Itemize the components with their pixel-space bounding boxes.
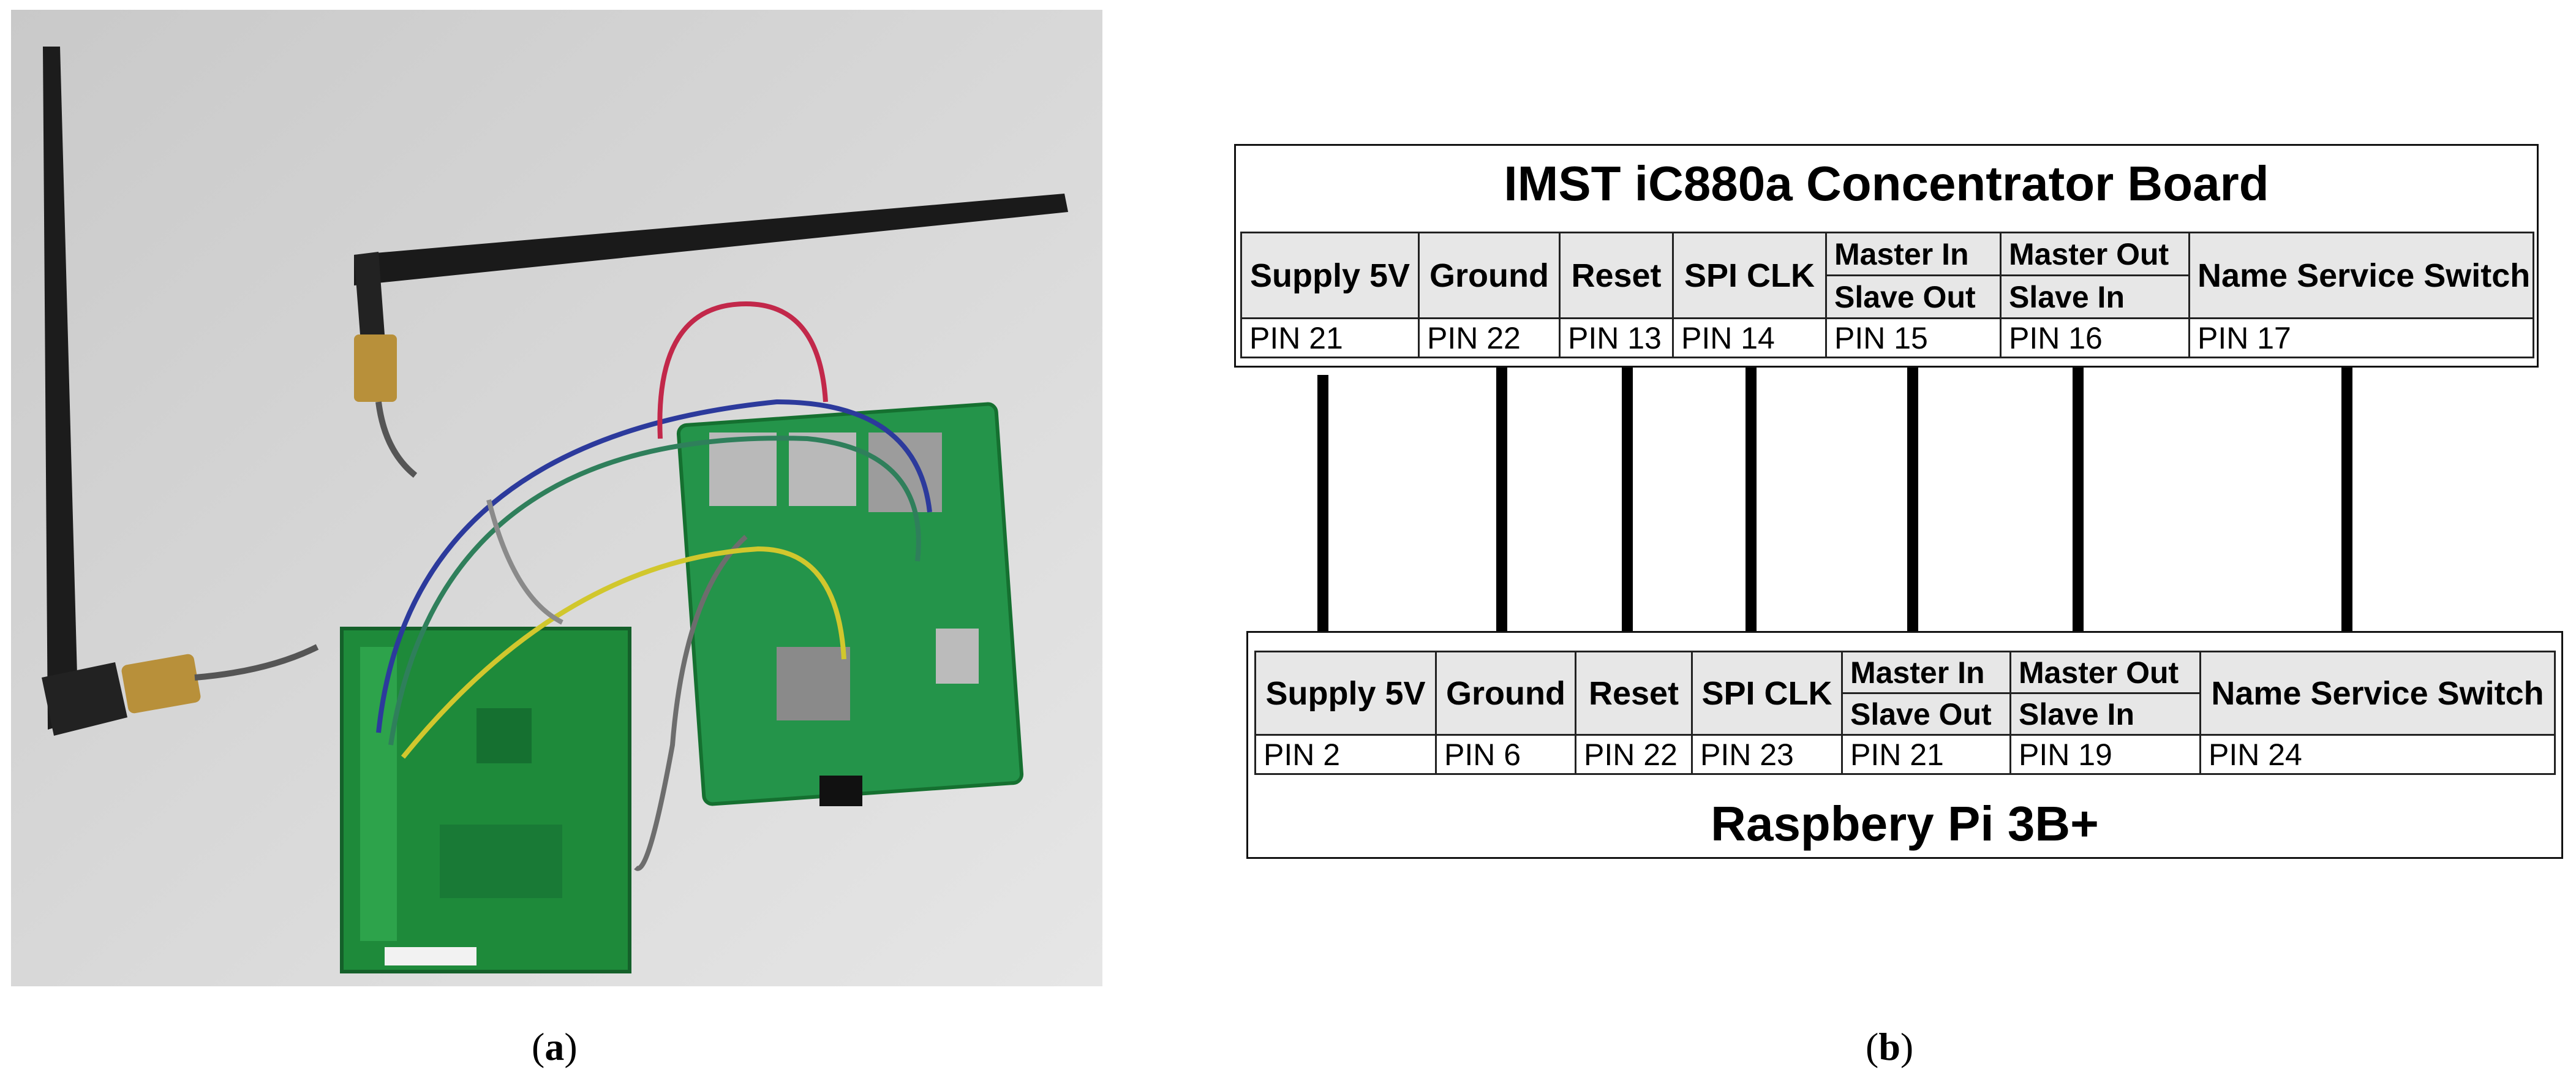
raspberry-pi-board — [676, 402, 1024, 806]
pin-cell: PIN 6 — [1435, 734, 1576, 775]
pin-cell: PIN 2 — [1254, 734, 1437, 775]
wire-mosi — [2073, 368, 2084, 648]
pin-cell: PIN 21 — [1841, 734, 2011, 775]
caption-a-open: ( — [532, 1025, 545, 1068]
right-antenna — [354, 194, 1068, 478]
header-reset: Reset — [1575, 651, 1693, 736]
wire-supply — [1317, 375, 1328, 657]
header-supply-5v: Supply 5V — [1240, 232, 1420, 319]
header-name-service-switch: Name Service Switch — [2199, 651, 2556, 736]
header-spi-clk: SPI CLK — [1672, 232, 1827, 319]
raspberry-pi-title: Raspbery Pi 3B+ — [1711, 796, 2099, 851]
caption-b-letter: b — [1878, 1025, 1900, 1068]
header-supply-5v: Supply 5V — [1254, 651, 1437, 736]
wire-ground — [1496, 368, 1507, 648]
caption-b-close: ) — [1900, 1025, 1914, 1068]
header-reset: Reset — [1559, 232, 1674, 319]
header-slave-out: Slave Out — [1825, 274, 2002, 319]
header-spi-clk: SPI CLK — [1691, 651, 1843, 736]
wire-miso — [1907, 368, 1918, 648]
header-name-service-switch: Name Service Switch — [2188, 232, 2534, 319]
pin-cell: PIN 13 — [1559, 317, 1674, 358]
header-ground: Ground — [1435, 651, 1576, 736]
header-master-in: Master In — [1841, 651, 2011, 694]
wire-spi-clk — [1746, 368, 1757, 648]
pin-cell: PIN 14 — [1672, 317, 1827, 358]
wire-name-service-switch — [2341, 368, 2352, 648]
pin-cell: PIN 17 — [2188, 317, 2534, 358]
concentrator-pin-table: Supply 5V Ground Reset SPI CLK Master In… — [1240, 232, 2534, 358]
concentrator-board — [340, 627, 631, 973]
header-master-out: Master Out — [2009, 651, 2201, 694]
concentrator-board-title: IMST iC880a Concentrator Board — [1504, 156, 2269, 211]
caption-a: (a) — [532, 1024, 578, 1070]
wire-reset — [1622, 368, 1633, 648]
caption-b-open: ( — [1866, 1025, 1879, 1068]
caption-b: (b) — [1866, 1024, 1913, 1070]
header-master-out: Master Out — [2000, 232, 2190, 276]
pin-cell: PIN 16 — [2000, 317, 2190, 358]
header-slave-out: Slave Out — [1841, 692, 2011, 736]
pin-cell: PIN 19 — [2009, 734, 2201, 775]
pin-cell: PIN 23 — [1691, 734, 1843, 775]
pin-cell: PIN 22 — [1575, 734, 1693, 775]
hardware-photo — [11, 10, 1102, 986]
left-antenna — [42, 47, 319, 736]
pin-cell: PIN 22 — [1418, 317, 1561, 358]
caption-a-close: ) — [564, 1025, 578, 1068]
jumper-wires — [376, 301, 932, 871]
pin-cell: PIN 15 — [1825, 317, 2002, 358]
raspberry-pi-pin-table: Supply 5V Ground Reset SPI CLK Master In… — [1254, 651, 2556, 775]
caption-a-letter: a — [544, 1025, 565, 1068]
header-slave-in: Slave In — [2000, 274, 2190, 319]
header-ground: Ground — [1418, 232, 1561, 319]
pin-cell: PIN 21 — [1240, 317, 1420, 358]
header-master-in: Master In — [1825, 232, 2002, 276]
header-slave-in: Slave In — [2009, 692, 2201, 736]
pin-cell: PIN 24 — [2199, 734, 2556, 775]
